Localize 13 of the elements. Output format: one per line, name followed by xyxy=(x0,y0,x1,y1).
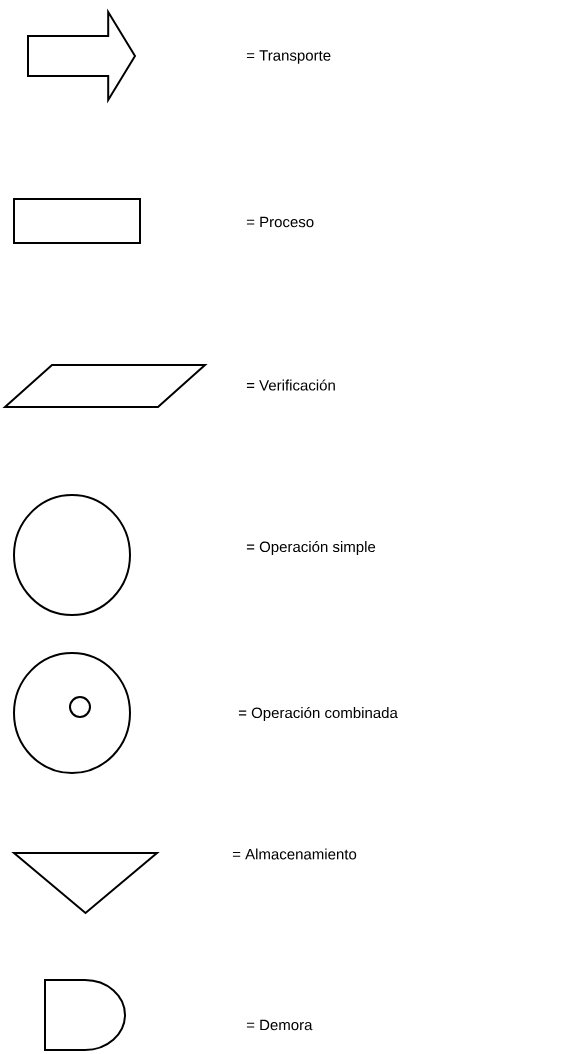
symbol-label: = Operación simple xyxy=(246,540,376,556)
symbol-label: = Almacenamiento xyxy=(232,848,357,860)
circle xyxy=(13,652,131,774)
inner-circle xyxy=(69,696,91,718)
delay-symbol xyxy=(44,979,126,1051)
symbol-label: = Verificación xyxy=(246,379,335,391)
symbol-label: = Operación combinada xyxy=(238,706,398,722)
transport-arrow xyxy=(27,8,137,104)
process-box xyxy=(13,198,141,244)
symbol-label: = Demora xyxy=(246,1019,313,1031)
symbol-label: = Transporte xyxy=(246,50,331,64)
symbol-label: = Proceso xyxy=(246,216,314,228)
circle xyxy=(13,494,131,616)
